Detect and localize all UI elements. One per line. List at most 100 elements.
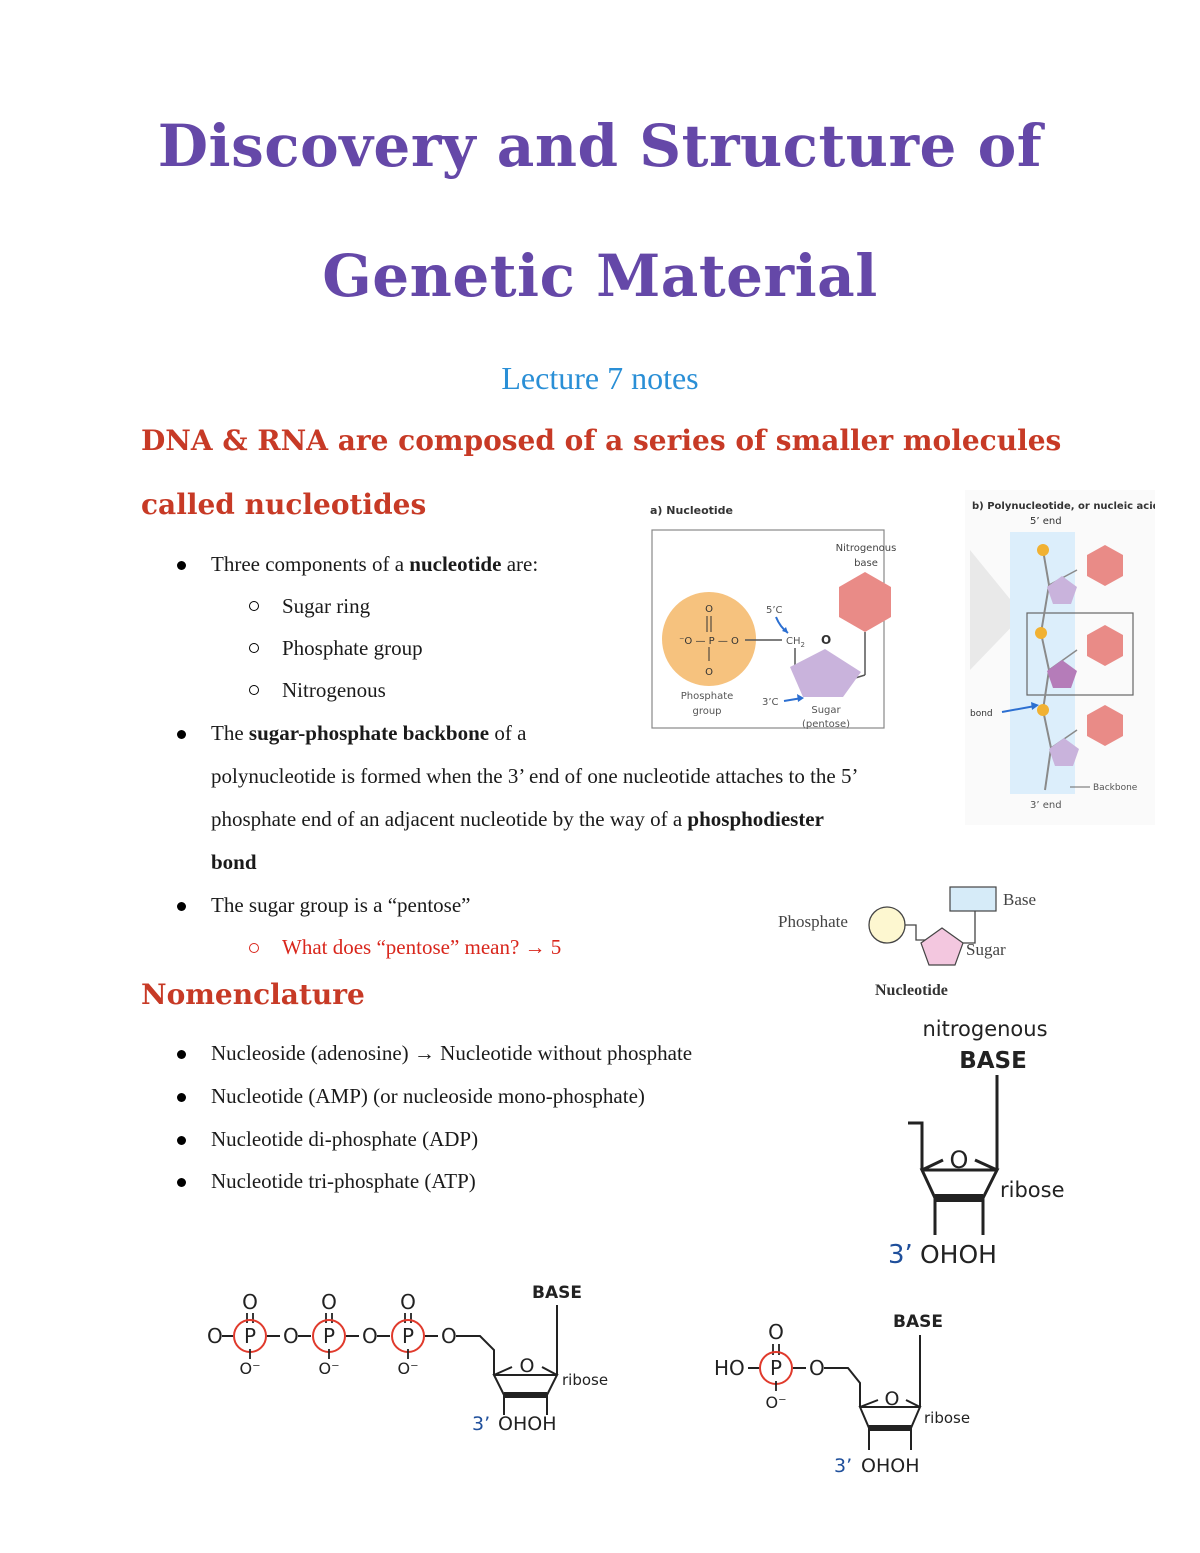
bullet-backbone-line-4: bond	[211, 841, 257, 883]
page-subtitle: Lecture 7 notes	[501, 360, 699, 396]
amp-ring-o: O	[885, 1388, 900, 1410]
list-item: Nucleotide di-phosphate (ADP)	[211, 1127, 479, 1151]
bullet-text: The	[211, 721, 249, 745]
ribose-nitrogenous-label: nitrogenous	[922, 1017, 1047, 1041]
svg-text:P: P	[323, 1324, 335, 1348]
figure-polynucleotide: b) Polynucleotide, or nucleic acid 5’ en…	[965, 490, 1155, 825]
bullet-bold: bond	[211, 850, 257, 874]
bullet-bold: nucleotide	[409, 552, 502, 576]
amp-ho: HO	[714, 1356, 745, 1380]
amp-3prime: 3’	[834, 1455, 852, 1477]
fig-a-nitro-label: Nitrogenous	[836, 543, 897, 554]
amp-ribose-label: ribose	[924, 1409, 970, 1427]
bullet-backbone-line-3: phosphate end of an adjacent nucleotide …	[211, 798, 824, 840]
sub-bullet-ring	[249, 601, 259, 611]
section-heading-line-2: called nucleotides	[141, 488, 427, 521]
list-item: Nucleotide (AMP) (or nucleoside mono-pho…	[211, 1084, 645, 1108]
fig-b-highlight-box	[1026, 612, 1134, 696]
fig-b-bond-arrow	[1001, 705, 1036, 713]
sub-bullet-ring	[249, 943, 259, 953]
atp-phosphate-3: O P O⁻	[391, 1290, 425, 1378]
amp-o-bridge: O	[809, 1356, 825, 1380]
fig-a-phos-o-bottom: O	[705, 667, 713, 678]
sub-bullet-ring	[249, 685, 259, 695]
fig-b-backbone-label: Backbone	[1093, 783, 1138, 793]
bullet-bold: phosphodiester	[687, 807, 824, 831]
svg-text:O⁻: O⁻	[318, 1359, 339, 1378]
amp-base-label: BASE	[893, 1312, 943, 1332]
simple-caption: Nucleotide	[875, 982, 948, 999]
fig-b-base-1	[1087, 545, 1123, 586]
bullet-text: Three components of a	[211, 552, 410, 576]
fig-b-base-2	[1087, 625, 1123, 666]
bullet-dot	[177, 1050, 186, 1059]
page-title-line-1: Discovery and Structure of	[157, 112, 1043, 180]
list-item: Nucleoside (adenosine) → Nucleotide with…	[211, 1041, 693, 1065]
bullet-dot	[177, 902, 186, 911]
bullet-text: phosphate end of an adjacent nucleotide …	[211, 807, 688, 831]
simple-phosphate-label: Phosphate	[778, 912, 848, 931]
bullet-backbone: The sugar-phosphate backbone of a	[211, 712, 526, 754]
ribose-label: ribose	[1000, 1178, 1065, 1202]
figure-amp-structure: HO O P O⁻ O BASE O ribose 3’ OHOH	[714, 1312, 970, 1477]
fig-b-sugar-1	[1047, 576, 1077, 604]
svg-text:O⁻: O⁻	[239, 1359, 260, 1378]
fig-a-phos-o: O	[705, 604, 713, 615]
svg-text:O: O	[768, 1320, 784, 1344]
figure-simple-nucleotide: Phosphate Base Sugar Nucleotide	[778, 886, 1036, 999]
ribose-base-label: BASE	[959, 1048, 1027, 1074]
ribose-3prime: 3’	[888, 1240, 913, 1270]
fig-a-ring-o: O	[821, 633, 831, 647]
bullet-dot	[177, 1178, 186, 1187]
fig-b-sugar-3	[1049, 738, 1079, 766]
bullet-dot	[177, 561, 186, 570]
bullet-backbone-line-2: polynucleotide is formed when the 3’ end…	[211, 764, 859, 788]
fig-b-label: b) Polynucleotide, or nucleic acid	[972, 501, 1155, 512]
figure-nucleotide: a) Nucleotide Nitrogenous base O ⁻O — P …	[650, 504, 897, 730]
bullet-pentose: The sugar group is a “pentose”	[211, 893, 471, 917]
fig-a-3c-label: 3’C	[762, 697, 779, 708]
svg-text:P: P	[402, 1324, 414, 1348]
page-title-line-2: Genetic Material	[322, 242, 878, 310]
fig-a-sugar-label-2: (pentose)	[802, 719, 850, 730]
atp-ribose-label: ribose	[562, 1371, 608, 1389]
atp-o-bridge-2: O	[362, 1324, 378, 1348]
sub-item-pentose-question: What does “pentose” mean? → 5	[282, 935, 562, 959]
figure-atp-structure: O O P O⁻ O O P O⁻ O O P O⁻ O BASE O ribo…	[207, 1283, 608, 1435]
atp-o-bridge-1: O	[283, 1324, 299, 1348]
sub-item-phosphate-group: Phosphate group	[282, 636, 423, 660]
fig-a-sugar-pentagon	[790, 649, 861, 697]
sub-item-nitrogenous: Nitrogenous	[282, 678, 386, 702]
fig-a-5c-label: 5’C	[766, 605, 783, 616]
fig-b-zoom-shadow	[970, 550, 1023, 670]
bullet-bold: sugar-phosphate backbone	[248, 721, 490, 745]
atp-ohoh: OHOH	[498, 1413, 556, 1435]
amp-phosphate: O P O⁻	[759, 1320, 793, 1412]
atp-ring-o: O	[520, 1355, 535, 1377]
svg-text:P: P	[244, 1324, 256, 1348]
fig-a-phos-center: ⁻O — P — O	[679, 636, 739, 647]
simple-sugar-pentagon	[920, 927, 964, 966]
simple-base-rect	[949, 886, 997, 912]
atp-o-bridge-3: O	[441, 1324, 457, 1348]
fig-b-5-end: 5’ end	[1030, 516, 1062, 527]
fig-a-nitro-label-2: base	[854, 558, 878, 569]
atp-phosphate-2: O P O⁻	[312, 1290, 346, 1378]
bullet-dot	[177, 1136, 186, 1145]
svg-text:O⁻: O⁻	[397, 1359, 418, 1378]
fig-b-sugar-2	[1047, 660, 1077, 688]
bullet-dot	[177, 1093, 186, 1102]
atp-phosphate-1: O P O⁻	[233, 1290, 267, 1378]
svg-text:O⁻: O⁻	[765, 1393, 786, 1412]
list-item: Nucleotide tri-phosphate (ATP)	[211, 1169, 476, 1193]
atp-o-left: O	[207, 1324, 223, 1348]
svg-text:P: P	[770, 1356, 782, 1380]
figure-ribose: nitrogenous BASE O ribose 3’ OHOH	[888, 1017, 1065, 1270]
fig-b-phosphate-2	[1035, 627, 1047, 639]
fig-b-phosphate-3	[1037, 704, 1049, 716]
ribose-ring-o: O	[950, 1146, 969, 1174]
fig-b-base-3	[1087, 705, 1123, 746]
fig-a-ch2: CH2	[786, 636, 805, 649]
fig-a-label: a) Nucleotide	[650, 504, 733, 517]
sub-bullet-ring	[249, 643, 259, 653]
